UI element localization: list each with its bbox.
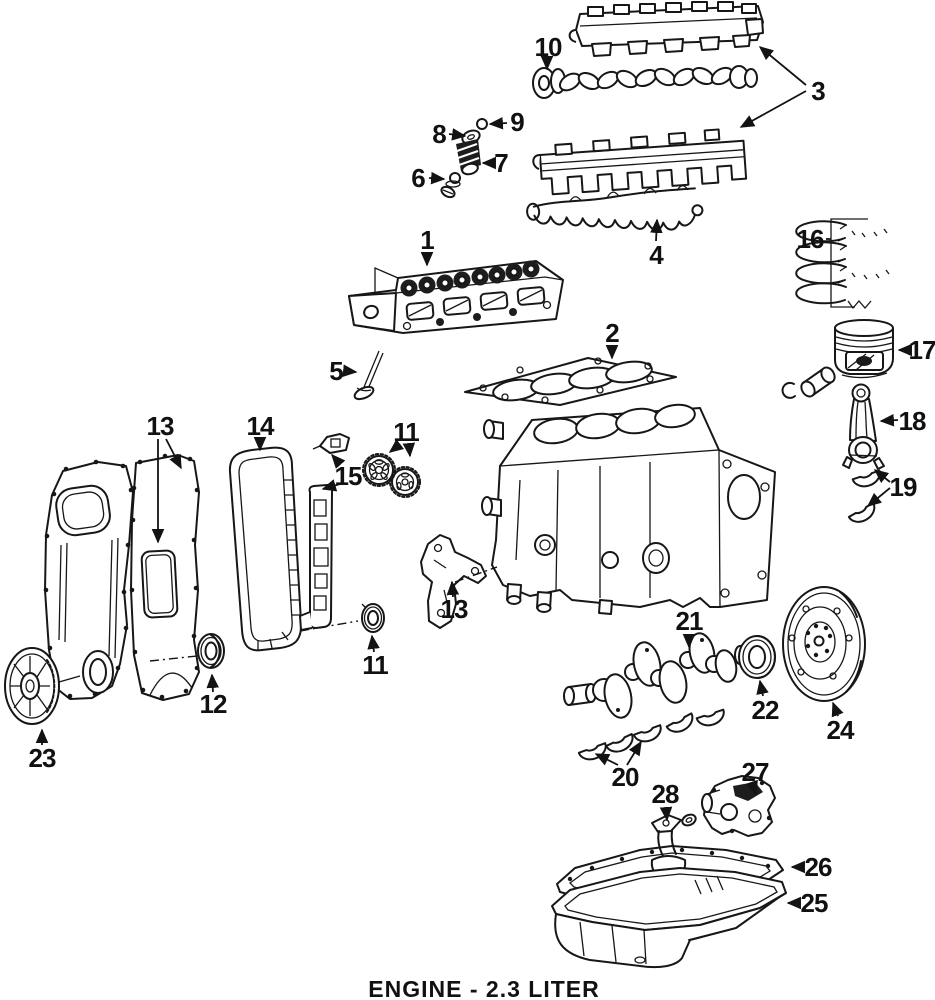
callout-11-gears: 11 bbox=[393, 417, 419, 447]
callout-10: 10 bbox=[535, 32, 562, 62]
callout-9: 9 bbox=[510, 107, 524, 137]
callout-1: 1 bbox=[420, 225, 434, 255]
chain-guide-drawing bbox=[299, 484, 334, 631]
callout-23: 23 bbox=[29, 743, 56, 773]
callout-6: 6 bbox=[411, 163, 425, 193]
callout-4: 4 bbox=[649, 240, 664, 270]
callout-21: 21 bbox=[676, 606, 703, 636]
callout-24: 24 bbox=[827, 715, 855, 745]
crank-pulley-drawing bbox=[4, 647, 60, 725]
cam-gears-drawing bbox=[362, 453, 421, 498]
callout-28: 28 bbox=[652, 779, 679, 809]
piston-rings-drawing bbox=[795, 218, 890, 310]
cam-carrier-drawing bbox=[568, 1, 764, 57]
callout-14: 14 bbox=[247, 411, 275, 441]
callout-26: 26 bbox=[805, 852, 832, 882]
timing-chain-drawing bbox=[228, 446, 303, 652]
leader-lines bbox=[35, 46, 912, 910]
valve-train-small-parts-drawing bbox=[440, 118, 488, 199]
wrist-pin-drawing bbox=[781, 366, 836, 399]
callout-27: 27 bbox=[742, 757, 769, 787]
callout-7: 7 bbox=[494, 148, 508, 178]
crankshaft-drawing bbox=[563, 632, 769, 719]
oil-pan-drawing bbox=[551, 867, 787, 969]
camshaft-drawing bbox=[532, 65, 758, 99]
callout-labels: 1 2 3 4 5 6 7 8 9 10 11 11 12 13 13 14 1… bbox=[29, 32, 935, 918]
callout-17: 17 bbox=[909, 335, 935, 365]
callout-19: 19 bbox=[890, 472, 917, 502]
callout-18: 18 bbox=[899, 406, 926, 436]
callout-25: 25 bbox=[801, 888, 828, 918]
callout-11-seal: 11 bbox=[362, 650, 388, 680]
crank-sprocket-seal-drawing bbox=[361, 603, 385, 633]
callout-2: 2 bbox=[605, 318, 619, 348]
diagram-title: ENGINE - 2.3 LITER bbox=[368, 976, 599, 1000]
cylinder-head-drawing bbox=[348, 260, 564, 334]
callout-5: 5 bbox=[329, 356, 343, 386]
engine-block-drawing bbox=[481, 403, 776, 615]
callout-15: 15 bbox=[335, 461, 362, 491]
flywheel-drawing bbox=[782, 586, 866, 702]
valve-cover-gasket-drawing bbox=[526, 185, 704, 231]
front-seal-drawing bbox=[197, 633, 225, 669]
callout-8: 8 bbox=[432, 119, 446, 149]
valve-spring-tops bbox=[400, 260, 540, 297]
piston-drawing bbox=[834, 319, 894, 379]
callout-12: 12 bbox=[200, 689, 227, 719]
valve-drawing bbox=[353, 350, 384, 401]
callout-16: 16 bbox=[797, 224, 824, 254]
rear-main-seal-drawing bbox=[738, 635, 776, 679]
head-gasket-drawing bbox=[464, 357, 677, 406]
callout-13-bracket: 13 bbox=[441, 594, 468, 624]
connecting-rod-drawing bbox=[842, 383, 885, 470]
main-bearings-drawing bbox=[577, 708, 725, 761]
chain-tensioner-clip-drawing bbox=[312, 433, 350, 454]
callout-22: 22 bbox=[752, 695, 779, 725]
intake-ports bbox=[405, 286, 546, 321]
callout-20: 20 bbox=[612, 762, 639, 792]
callout-13-covers: 13 bbox=[147, 411, 174, 441]
callout-3: 3 bbox=[811, 76, 825, 106]
rod-bearings-drawing bbox=[847, 469, 881, 523]
head-cover-drawing bbox=[532, 128, 748, 196]
alignment-lines bbox=[58, 566, 498, 683]
front-cover-plates-drawing bbox=[43, 453, 200, 701]
